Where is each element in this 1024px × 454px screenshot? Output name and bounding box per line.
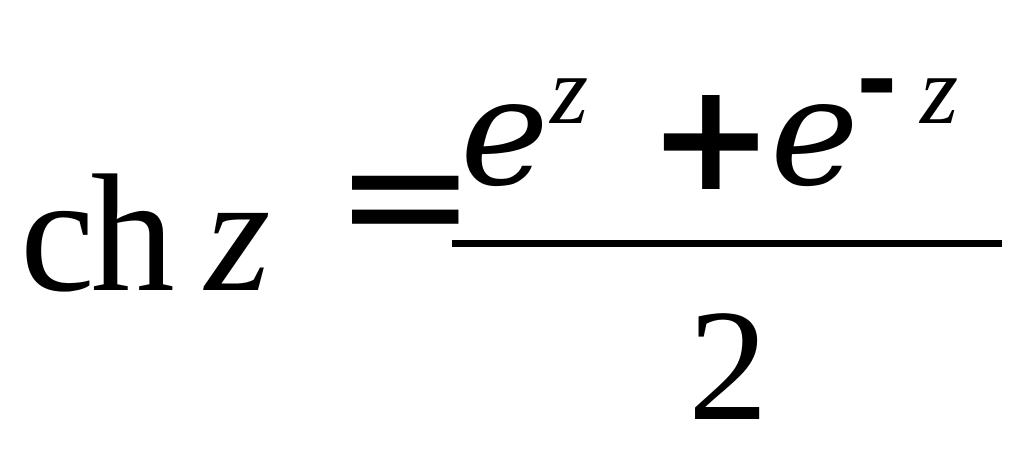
equals-sign: = bbox=[334, 96, 477, 294]
numerator-term2-exponent-variable: z bbox=[920, 37, 959, 145]
hyperbolic-cosine-formula: ch z = e z + e - z 2 bbox=[20, 21, 1002, 445]
plus-sign: + bbox=[648, 51, 774, 225]
numerator-term1-base: e bbox=[460, 46, 549, 220]
numerator-term1-exponent: z bbox=[550, 37, 589, 145]
numerator-term2-exponent-sign: - bbox=[856, 21, 898, 138]
fraction-bar bbox=[452, 240, 1002, 247]
function-argument: z bbox=[205, 141, 271, 327]
function-name: ch bbox=[20, 141, 175, 327]
denominator: 2 bbox=[688, 276, 768, 454]
numerator-term2-base: e bbox=[770, 46, 859, 220]
